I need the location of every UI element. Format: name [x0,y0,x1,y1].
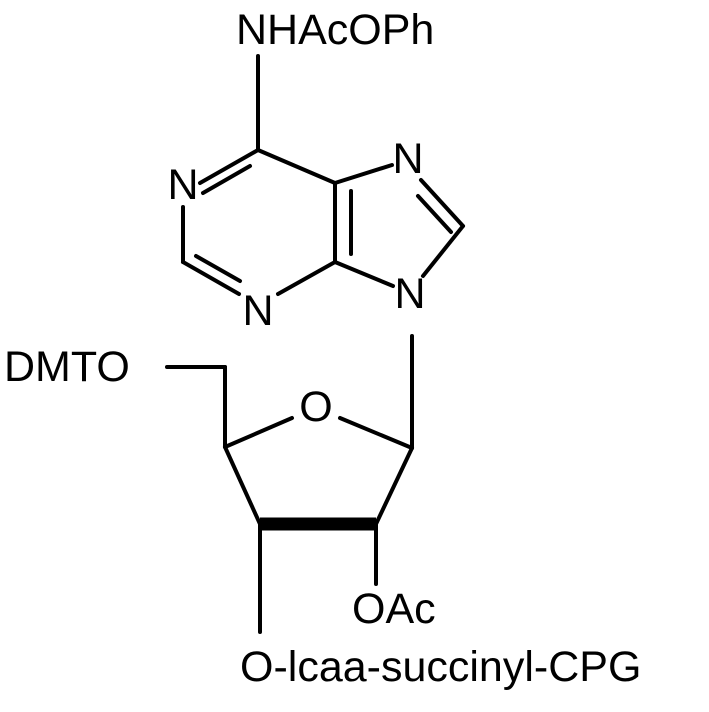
bond-n9-c4 [333,260,395,288]
bond-c5-c6 [256,148,337,185]
n9-label: N [394,270,425,318]
bond-c6-n1 [198,148,260,185]
ribose-ring [223,416,414,531]
bond-c6-n1-inner [201,164,252,195]
n3-label: N [242,287,273,335]
bond-o4-c4 [223,416,294,449]
bond-n3-c4 [276,260,337,296]
bond-c2-n3 [181,260,241,296]
bond-c8-n9 [421,224,465,278]
pyrimidine-ring [181,54,353,296]
ring-oxygen-label: O [299,383,332,431]
bond-c2-n3-inner [194,254,242,283]
n1-label: N [167,161,198,209]
n7-label: N [392,135,423,183]
oac-label: OAc [352,585,436,633]
bond-c5-n7 [333,163,394,185]
bond-c4-c3 [223,445,262,526]
bond-n7-c8-inner [416,194,453,234]
cpg-linker-label: O-lcaa-succinyl-CPG [240,643,641,691]
imidazole-ring [333,163,465,288]
dmto-label: DMTO [4,343,130,391]
bond-n7-c8 [419,178,465,228]
n6-substituent-label: NHAcOPh [236,6,434,54]
bond-c1-o4 [338,416,414,450]
bond-c2-c1 [374,446,414,526]
